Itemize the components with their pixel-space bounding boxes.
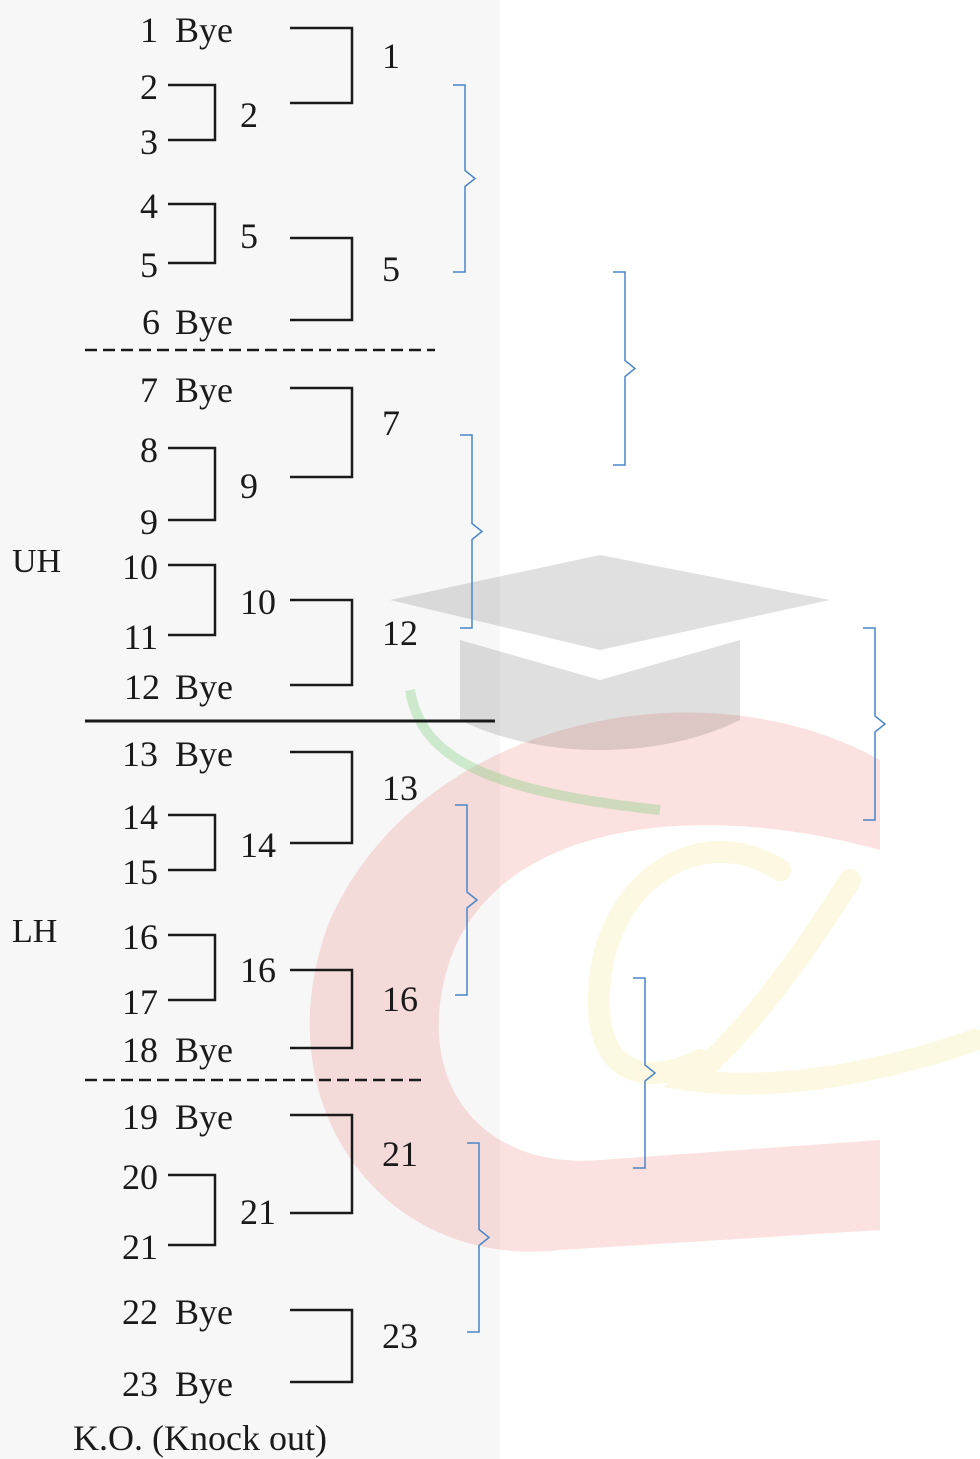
entry-number-5: 5 <box>140 245 158 285</box>
entry-bye-19: Bye <box>175 1097 233 1137</box>
entry-bye-23: Bye <box>175 1364 233 1404</box>
entry-number-9: 9 <box>140 502 158 542</box>
entry-number-21: 21 <box>122 1227 158 1267</box>
round1-bracket-21 <box>168 1173 217 1247</box>
round2-bracket-12 <box>290 598 354 687</box>
entry-bye-12: Bye <box>175 667 233 707</box>
round2-winner-13: 13 <box>382 767 418 808</box>
round1-winner-5: 5 <box>240 215 258 256</box>
round1-winner-9: 9 <box>240 466 258 506</box>
round2-winner-16: 16 <box>382 979 418 1019</box>
entry-number-6: 6 <box>142 302 160 342</box>
round1-bracket-16 <box>168 933 217 1002</box>
entry-bye-1: Bye <box>175 10 233 50</box>
round2-bracket-7 <box>290 386 354 479</box>
entry-number-1: 1 <box>140 10 158 50</box>
round1-winner-14: 14 <box>240 824 276 865</box>
round1-bracket-14 <box>168 813 217 872</box>
round1-bracket-2 <box>168 83 217 142</box>
entry-number-14: 14 <box>122 797 158 837</box>
annotation-brace <box>467 1142 491 1333</box>
annotation-brace <box>863 627 887 821</box>
entry-bye-6: Bye <box>175 302 233 342</box>
annotation-brace <box>613 271 637 466</box>
entry-number-4: 4 <box>140 186 158 226</box>
round2-bracket-13 <box>290 750 354 845</box>
round2-winner-7: 7 <box>382 402 400 443</box>
entry-number-3: 3 <box>140 122 158 162</box>
entry-number-13: 13 <box>122 734 158 774</box>
round1-winner-16: 16 <box>240 949 276 990</box>
annotation-brace <box>453 84 477 273</box>
annotation-brace <box>633 977 657 1169</box>
round1-winner-21: 21 <box>240 1192 276 1232</box>
round1-bracket-9 <box>168 446 217 522</box>
lower-half-label: LH <box>12 913 58 950</box>
entry-bye-13: Bye <box>175 734 233 774</box>
entry-number-12: 12 <box>124 667 160 707</box>
round1-winner-10: 10 <box>240 582 276 622</box>
entry-number-11: 11 <box>123 617 158 657</box>
round2-winner-21: 21 <box>382 1134 418 1174</box>
round1-bracket-10 <box>168 563 217 637</box>
entry-number-22: 22 <box>122 1292 158 1332</box>
entry-number-23: 23 <box>122 1364 158 1404</box>
annotation-brace <box>460 434 484 629</box>
entry-number-15: 15 <box>122 852 158 892</box>
round2-bracket-5 <box>290 236 354 322</box>
entry-bye-18: Bye <box>175 1030 233 1070</box>
entry-number-20: 20 <box>122 1157 158 1197</box>
entry-number-18: 18 <box>122 1030 158 1070</box>
entry-number-7: 7 <box>140 370 158 410</box>
scanned-page-background <box>0 0 500 1459</box>
entry-number-16: 16 <box>122 917 158 957</box>
round2-winner-12: 12 <box>382 612 418 653</box>
round1-winner-2: 2 <box>240 94 258 135</box>
entry-number-8: 8 <box>140 430 158 470</box>
entry-number-10: 10 <box>122 547 158 587</box>
entry-bye-22: Bye <box>175 1292 233 1332</box>
entry-number-19: 19 <box>122 1097 158 1137</box>
entry-bye-7: Bye <box>175 370 233 410</box>
round2-bracket-21 <box>290 1113 354 1215</box>
entry-number-17: 17 <box>122 982 158 1022</box>
round2-bracket-1 <box>290 26 354 105</box>
upper-half-label: UH <box>12 543 62 580</box>
round2-winner-5: 5 <box>382 249 400 289</box>
entry-number-2: 2 <box>140 67 158 107</box>
round2-bracket-23 <box>290 1308 354 1384</box>
round2-winner-1: 1 <box>382 35 400 76</box>
round1-bracket-5 <box>168 202 217 265</box>
diagram-caption: K.O. (Knock out) <box>73 1418 327 1458</box>
round2-winner-23: 23 <box>382 1316 418 1356</box>
round2-bracket-16 <box>290 968 354 1050</box>
annotation-brace <box>455 804 479 996</box>
